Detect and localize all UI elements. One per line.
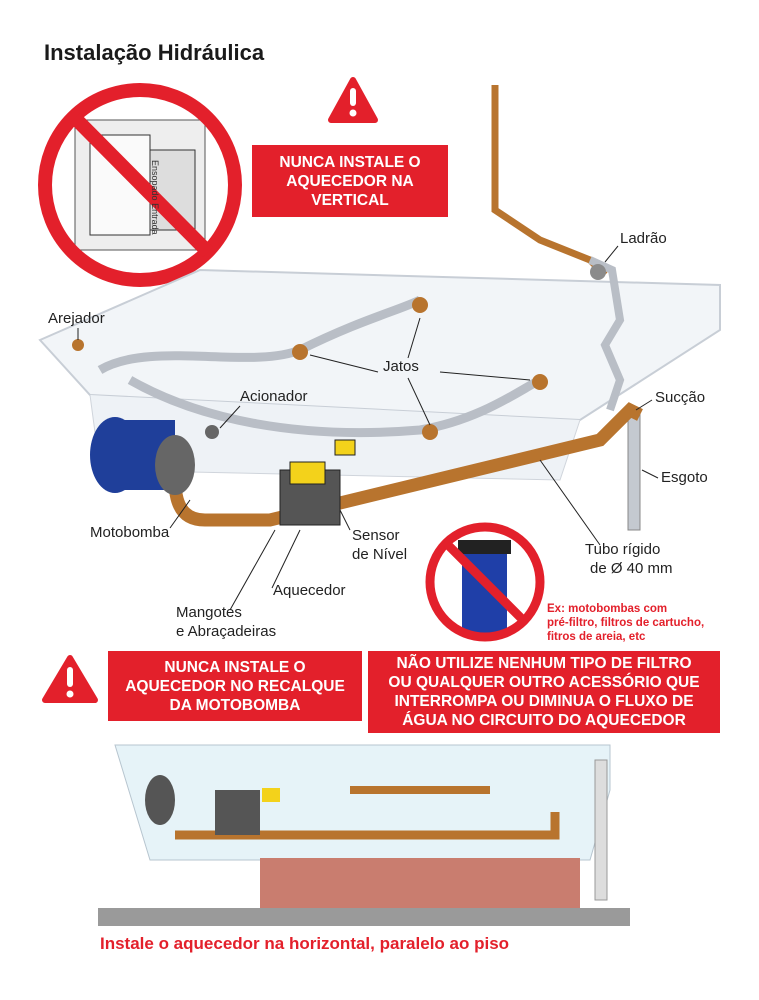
warning-vertical-box: NUNCA INSTALE O AQUECEDOR NA VERTICAL (252, 145, 448, 217)
label-sensor: Sensor de Nível (352, 526, 407, 564)
warning-line: AQUECEDOR NA (286, 172, 414, 190)
heater (279, 439, 356, 526)
warning-line: OU QUALQUER OUTRO ACESSÓRIO QUE (388, 674, 700, 691)
label-tubo: Tubo rígido de Ø 40 mm (585, 540, 673, 578)
warning-line: ÁGUA NO CIRCUITO DO AQUECEDOR (402, 712, 686, 729)
filter-note-line: Ex: motobombas com (547, 603, 668, 615)
warning-recalque-box: NUNCA INSTALE O AQUECEDOR NO RECALQUE DA… (108, 651, 362, 721)
warning-line: NÃO UTILIZE NENHUM TIPO DE FILTRO (396, 655, 692, 672)
motobomba-pump (90, 417, 195, 495)
label-aquecedor: Aquecedor (273, 582, 346, 599)
heater-inlet: Entrada (150, 203, 160, 235)
warning-triangle-icon (328, 77, 378, 123)
footer-instruction: Instale o aquecedor na horizontal, paral… (100, 934, 510, 953)
label-mangotes: Mangotes e Abraçadeiras (176, 603, 276, 641)
warning-line: NUNCA INSTALE O (164, 658, 306, 676)
label-esgoto: Esgoto (661, 469, 708, 486)
label-line: Mangotes (176, 604, 242, 621)
side-view-illustration (98, 744, 630, 926)
filter-note-line: fitros de areia, etc (547, 631, 646, 643)
page-title: Instalação Hidráulica (44, 40, 265, 65)
label-line: de Nível (352, 546, 408, 563)
label-succao: Sucção (655, 389, 706, 406)
label-line: e Abraçadeiras (176, 623, 277, 640)
label-arejador: Arejador (48, 310, 105, 327)
warning-line: DA MOTOBOMBA (169, 696, 301, 714)
filter-note: Ex: motobombas com pré-filtro, filtros d… (547, 602, 704, 644)
heater-label-text: Ensopado Entrada (150, 160, 160, 235)
warning-line: AQUECEDOR NO RECALQUE (125, 677, 345, 695)
prohibited-filter-sign (425, 522, 545, 642)
warning-filtro-box: NÃO UTILIZE NENHUM TIPO DE FILTRO OU QUA… (368, 651, 720, 733)
label-line: de Ø 40 mm (590, 560, 673, 577)
heater-brand: Ensopado (150, 160, 160, 201)
label-ladrao: Ladrão (620, 230, 667, 247)
warning-line: VERTICAL (311, 191, 389, 209)
prohibited-vertical-heater-sign (38, 83, 242, 287)
label-acionador: Acionador (240, 388, 308, 405)
filter-note-line: pré-filtro, filtros de cartucho, (547, 617, 705, 629)
warning-triangle-icon (42, 655, 98, 703)
label-line: Tubo rígido (585, 541, 661, 558)
warning-line: INTERROMPA OU DIMINUA O FLUXO DE (394, 693, 694, 710)
label-line: Sensor (352, 527, 400, 544)
label-jatos: Jatos (383, 358, 419, 375)
label-motobomba: Motobomba (90, 524, 170, 541)
warning-line: NUNCA INSTALE O (279, 153, 421, 171)
